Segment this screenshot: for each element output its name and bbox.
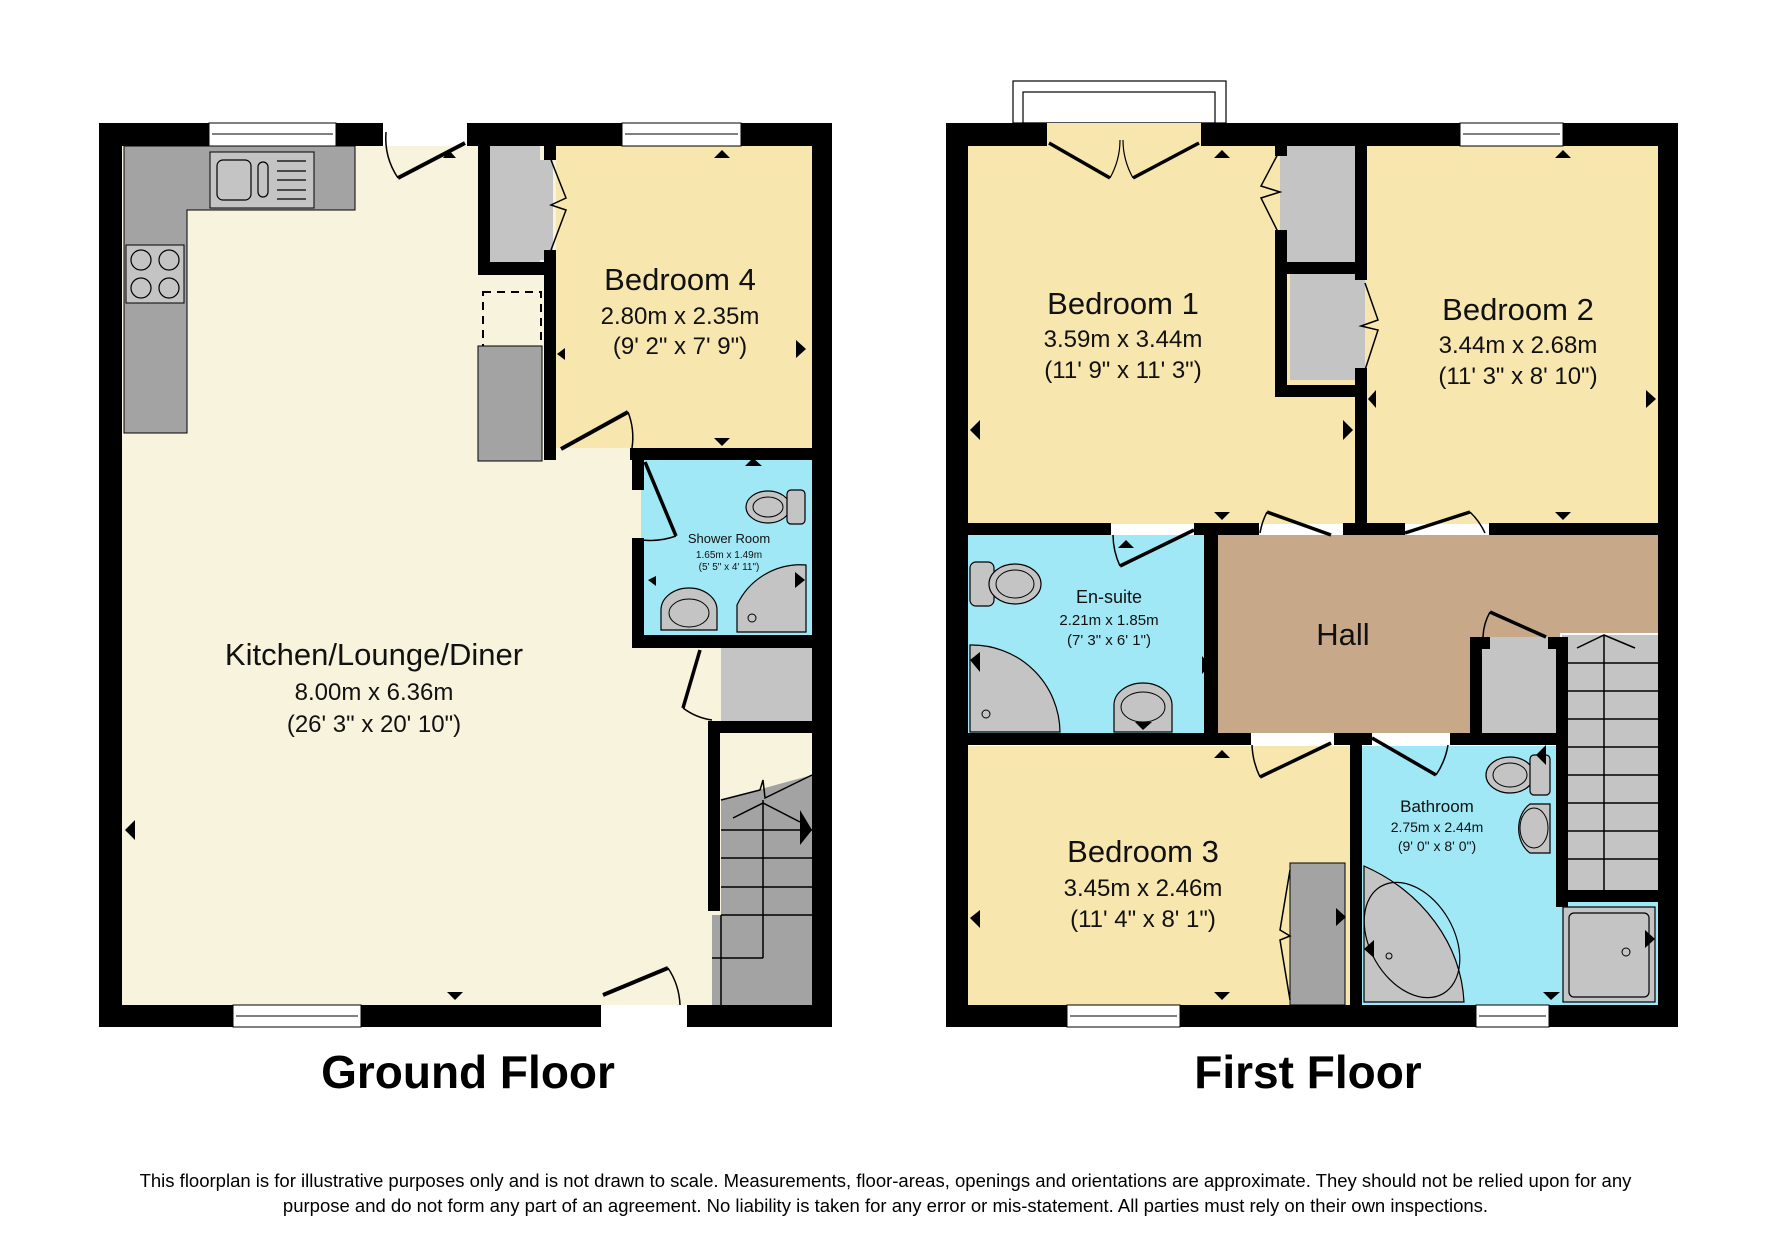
- disclaimer-line-2: purpose and do not form any part of an a…: [282, 1195, 1489, 1216]
- wardrobe: [1289, 862, 1346, 1006]
- svg-text:(5' 5" x 4' 11"): (5' 5" x 4' 11"): [699, 562, 760, 573]
- hall-floor: [1218, 535, 1658, 733]
- room-label-bathroom: Bathroom 2.75m x 2.44m (9' 0" x 8' 0"): [1391, 797, 1484, 854]
- room-label-kitchen-lounge-diner: Kitchen/Lounge/Diner 8.00m x 6.36m (26' …: [225, 637, 523, 738]
- first-floor-title: First Floor: [1194, 1046, 1422, 1098]
- svg-text:2.21m x 1.85m: 2.21m x 1.85m: [1059, 612, 1158, 629]
- svg-text:(9' 0" x 8' 0"): (9' 0" x 8' 0"): [1398, 838, 1476, 854]
- svg-text:2.80m x 2.35m: 2.80m x 2.35m: [601, 303, 760, 330]
- en-suite-fixtures: [969, 561, 1173, 733]
- room-label-bedroom-3: Bedroom 3 3.45m x 2.46m (11' 4" x 8' 1"): [1064, 834, 1223, 933]
- bedroom-2-floor: [1365, 146, 1658, 524]
- cupboard: [1482, 637, 1560, 733]
- svg-text:Bedroom 2: Bedroom 2: [1442, 292, 1594, 327]
- measurement-markers: [125, 150, 806, 1000]
- svg-text:(11' 9" x 11' 3"): (11' 9" x 11' 3"): [1044, 357, 1201, 384]
- svg-text:3.45m x 2.46m: 3.45m x 2.46m: [1064, 875, 1223, 902]
- disclaimer: This floorplan is for illustrative purpo…: [20, 1168, 1751, 1218]
- svg-text:Bedroom 4: Bedroom 4: [604, 262, 756, 297]
- cupboard: [721, 648, 812, 732]
- ground-floor-plan: Kitchen/Lounge/Diner 8.00m x 6.36m (26' …: [99, 122, 832, 1028]
- balcony: [1012, 80, 1227, 124]
- bathroom-fixtures: [1363, 754, 1656, 1003]
- svg-text:Bedroom 3: Bedroom 3: [1067, 834, 1219, 869]
- svg-text:(11' 3" x 8' 10"): (11' 3" x 8' 10"): [1438, 363, 1597, 390]
- first-floor-stairs: [1562, 634, 1658, 890]
- first-floor-windows: [1047, 122, 1564, 1028]
- ground-floor-windows: [208, 122, 742, 1028]
- ground-floor-walls: [99, 123, 832, 1027]
- svg-text:8.00m x 6.36m: 8.00m x 6.36m: [295, 679, 454, 706]
- wardrobe: [1280, 146, 1355, 262]
- room-label-hall: Hall: [1316, 617, 1369, 652]
- svg-text:Bathroom: Bathroom: [1400, 797, 1474, 816]
- first-floor-plan: Bedroom 1 3.59m x 3.44m (11' 9" x 11' 3"…: [946, 80, 1678, 1028]
- wardrobe: [1290, 273, 1365, 380]
- measurement-markers: [970, 150, 1656, 1000]
- svg-text:3.44m x 2.68m: 3.44m x 2.68m: [1439, 332, 1598, 359]
- room-label-bedroom-4: Bedroom 4 2.80m x 2.35m (9' 2" x 7' 9"): [601, 262, 760, 360]
- svg-text:2.75m x 2.44m: 2.75m x 2.44m: [1391, 819, 1484, 835]
- bedroom-3-floor: [968, 746, 1350, 1005]
- room-label-bedroom-2: Bedroom 2 3.44m x 2.68m (11' 3" x 8' 10"…: [1438, 292, 1597, 390]
- svg-text:(26' 3" x 20' 10"): (26' 3" x 20' 10"): [287, 711, 461, 738]
- ground-floor-stairs: [712, 774, 813, 1005]
- svg-text:1.65m x 1.49m: 1.65m x 1.49m: [696, 550, 762, 561]
- svg-text:Hall: Hall: [1316, 617, 1369, 652]
- ground-floor-doors: [385, 131, 713, 1006]
- svg-text:3.59m x 3.44m: 3.59m x 3.44m: [1044, 326, 1203, 353]
- svg-text:Bedroom 1: Bedroom 1: [1047, 286, 1199, 321]
- svg-text:En-suite: En-suite: [1076, 587, 1142, 607]
- shower-room-fixtures: [660, 489, 807, 633]
- svg-text:Shower Room: Shower Room: [688, 531, 770, 546]
- svg-text:Kitchen/Lounge/Diner: Kitchen/Lounge/Diner: [225, 637, 523, 672]
- svg-text:(11' 4" x 8' 1"): (11' 4" x 8' 1"): [1070, 906, 1216, 933]
- disclaimer-line-1: This floorplan is for illustrative purpo…: [139, 1170, 1632, 1191]
- cupboard: [477, 345, 543, 462]
- room-label-en-suite: En-suite 2.21m x 1.85m (7' 3" x 6' 1"): [1059, 587, 1158, 649]
- ground-floor-title: Ground Floor: [321, 1046, 615, 1098]
- svg-text:(9' 2" x 7' 9"): (9' 2" x 7' 9"): [613, 333, 747, 360]
- bedroom-4-floor: [556, 146, 812, 448]
- cupboard: [490, 146, 540, 271]
- room-label-shower-room: Shower Room 1.65m x 1.49m (5' 5" x 4' 11…: [688, 531, 770, 573]
- room-label-bedroom-1: Bedroom 1 3.59m x 3.44m (11' 9" x 11' 3"…: [1044, 286, 1203, 384]
- first-floor-walls: [946, 123, 1678, 1027]
- hob-icon: [125, 244, 185, 304]
- first-floor-doors: [1048, 139, 1547, 779]
- svg-text:(7' 3" x 6' 1"): (7' 3" x 6' 1"): [1067, 632, 1151, 649]
